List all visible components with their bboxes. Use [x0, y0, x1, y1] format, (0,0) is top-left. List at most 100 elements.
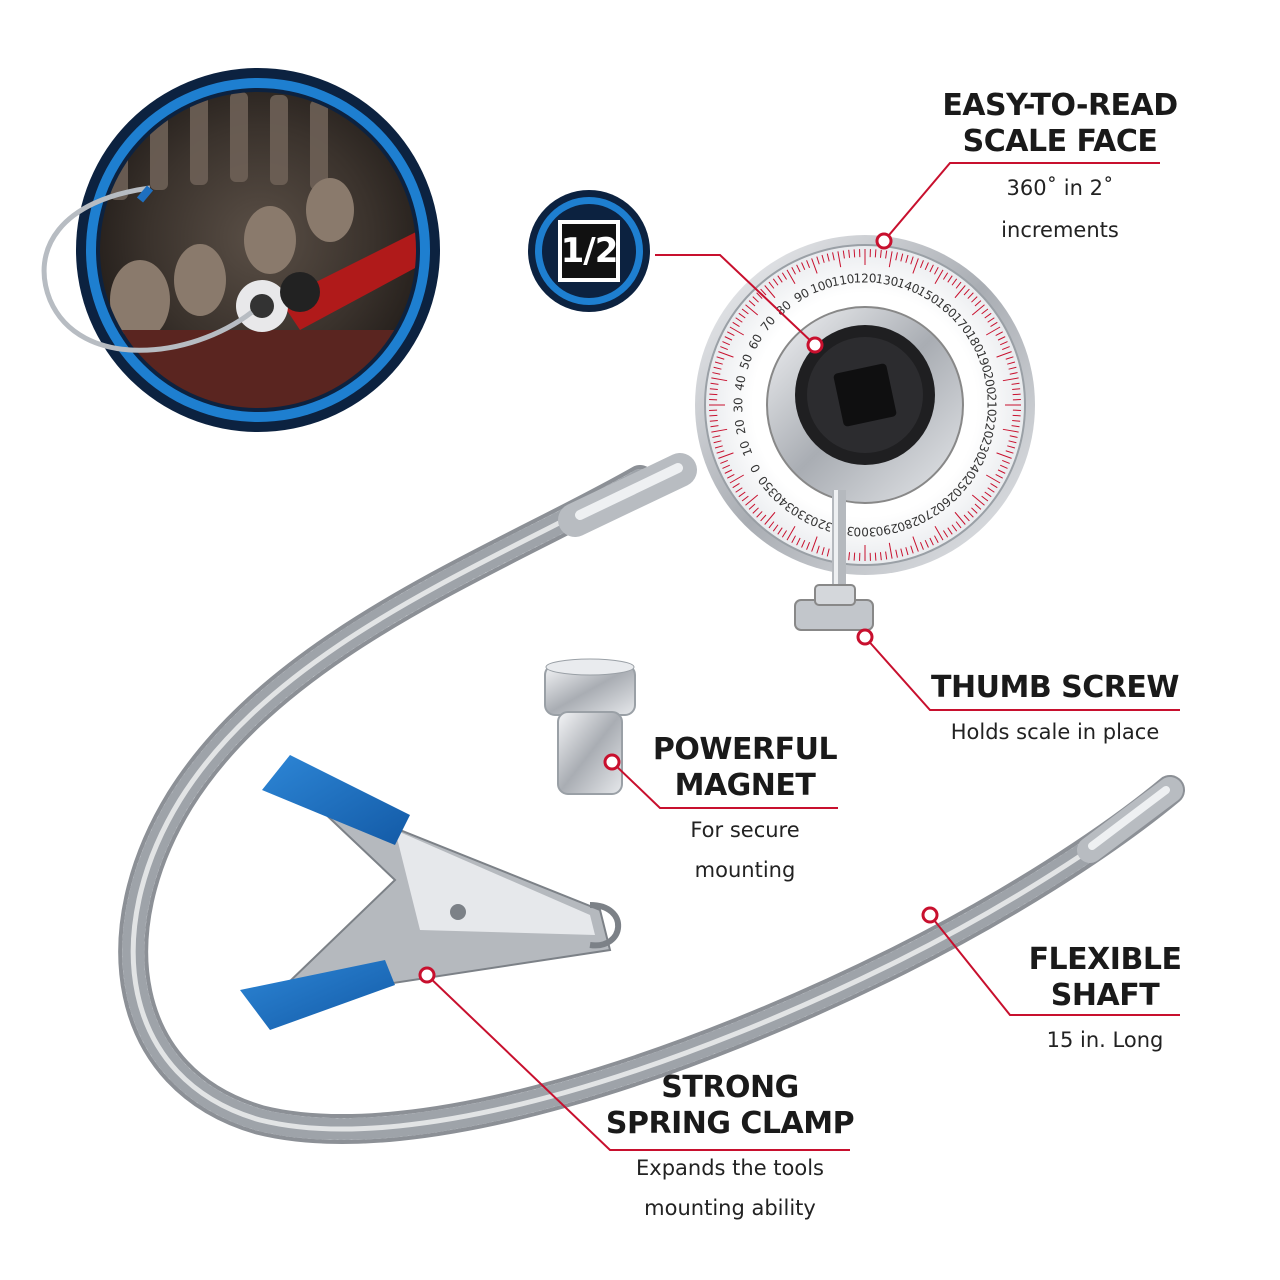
dial-tick: [929, 537, 934, 546]
dial-tick: [1011, 425, 1020, 428]
dial-label: 20: [732, 418, 748, 435]
dial-tick: [768, 521, 775, 529]
dial-tick: [712, 372, 721, 375]
dial-tick: [837, 251, 842, 268]
dial-tick: [934, 535, 939, 543]
callout-title: MAGNET: [674, 768, 816, 803]
dial-tick: [912, 536, 919, 552]
dial-tick: [997, 469, 1006, 474]
dial-tick: [752, 507, 759, 514]
callout-desc: Holds scale in place: [950, 720, 1160, 744]
dial-tick: [879, 552, 882, 561]
dial-tick: [745, 304, 759, 316]
callout-desc: 360˚ in 2˚: [1006, 176, 1114, 200]
dial-tick: [768, 281, 775, 289]
callout-title: FLEXIBLE: [1028, 942, 1182, 977]
dial-tick: [963, 288, 970, 296]
dial-tick: [811, 258, 818, 274]
dial-tick: [967, 292, 974, 299]
dial-tick: [1002, 428, 1019, 433]
callout-magnet: POWERFUL MAGNET For secure mounting: [640, 732, 850, 884]
dial-tick: [1011, 382, 1020, 385]
dial-tick: [791, 267, 796, 275]
dial-tick: [848, 552, 851, 561]
dial-tick: [786, 525, 796, 541]
dial-tick: [853, 552, 856, 561]
callout-thumb-screw: THUMB SCREW Holds scale in place: [920, 670, 1190, 746]
dial-tick: [722, 464, 730, 469]
dial-tick: [874, 249, 877, 258]
dial-tick: [711, 428, 728, 433]
dial-tick: [919, 260, 924, 268]
dial-tick: [967, 511, 974, 518]
dial-tick: [1007, 361, 1016, 365]
dial-tick: [752, 296, 759, 303]
dial-tick: [971, 304, 985, 316]
callout-spring-clamp: STRONG SPRING CLAMP Expands the tools mo…: [590, 1070, 870, 1222]
dial-tick: [709, 419, 718, 422]
dial-tick: [748, 300, 756, 307]
dial-tick: [1007, 445, 1016, 449]
dial-tick: [1012, 414, 1021, 417]
callout-title: SCALE FACE: [962, 124, 1158, 159]
dial-tick: [710, 382, 719, 385]
dial-tick: [954, 285, 966, 299]
callout-title: SPRING CLAMP: [605, 1106, 855, 1141]
dial-tick: [1000, 464, 1008, 469]
dial-tick: [910, 545, 914, 554]
callout-desc: For secure: [690, 818, 800, 842]
dial-tick: [711, 377, 728, 382]
dial-tick: [718, 351, 734, 358]
dial-tick: [832, 252, 835, 261]
dial-tick: [955, 281, 962, 289]
dial-label: 210: [985, 394, 999, 417]
dial-tick: [748, 503, 756, 510]
dial-tick: [781, 530, 787, 538]
dial-tick: [1005, 450, 1014, 454]
dial-tick: [910, 256, 914, 265]
dial-tick: [974, 300, 982, 307]
dial-tick: [714, 445, 723, 449]
dial-label: 60: [746, 332, 766, 352]
dial-tick: [709, 414, 718, 417]
dial-tick: [714, 361, 723, 365]
dial-tick: [888, 542, 893, 559]
dial-tick: [954, 511, 966, 525]
dial-tick: [796, 537, 801, 546]
dial-tick: [826, 253, 830, 262]
dial-tick: [971, 507, 978, 514]
dial-tick: [745, 494, 759, 506]
dial-tick: [905, 254, 909, 263]
dial-tick: [934, 269, 944, 285]
dial-tick: [764, 511, 776, 525]
callout-title: POWERFUL: [652, 732, 838, 767]
dial-tick: [801, 540, 806, 548]
dial-tick: [879, 249, 882, 258]
dial-tick: [760, 288, 767, 296]
dial-tick: [996, 351, 1012, 358]
dial-tick: [821, 254, 825, 263]
callout-flexible-shaft: FLEXIBLE SHAFT 15 in. Long: [1010, 942, 1200, 1054]
dial-tick: [984, 491, 992, 498]
dial-tick: [1008, 366, 1017, 370]
dial-tick: [710, 425, 719, 428]
dial-tick: [806, 542, 811, 550]
dial-tick: [996, 452, 1012, 459]
dial-label: 220: [981, 414, 999, 439]
dial-tick: [997, 336, 1006, 341]
dial-tick: [756, 511, 763, 518]
dial-tick: [786, 269, 796, 285]
dial-tick: [756, 292, 763, 299]
dial-tick: [934, 525, 944, 541]
dial-tick: [888, 251, 893, 268]
dial-label: 90: [792, 286, 812, 306]
dial-tick: [727, 474, 735, 479]
dial-tick: [924, 540, 929, 548]
dial-label: 300: [854, 525, 877, 539]
callout-title: EASY-TO-READ: [942, 88, 1178, 123]
dial-tick: [791, 535, 796, 543]
dial-tick: [885, 551, 888, 560]
dial-tick: [842, 250, 845, 259]
dial-tick: [732, 321, 740, 327]
